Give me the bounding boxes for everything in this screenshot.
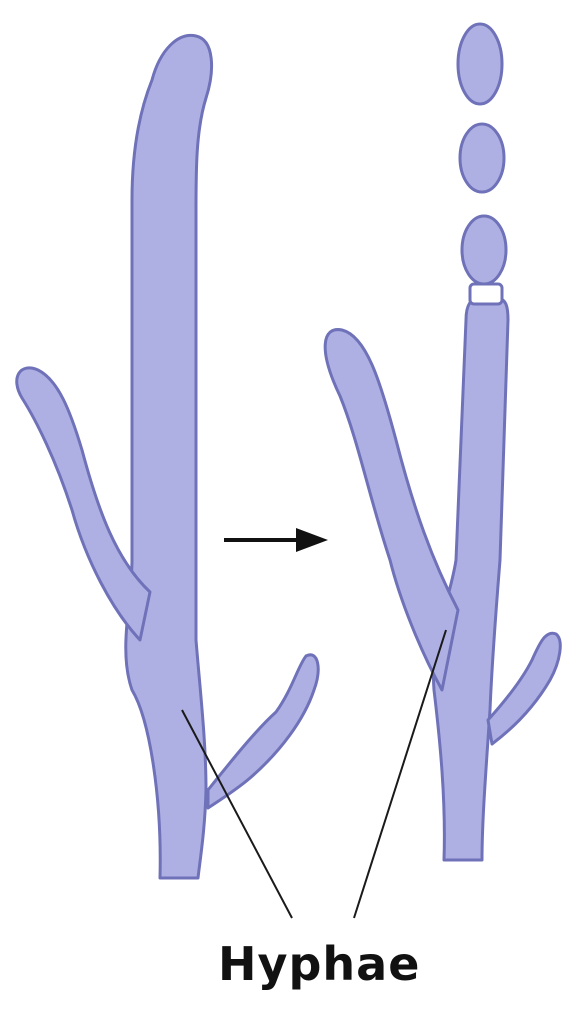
spore-3: [462, 216, 506, 284]
pointer-line-right: [354, 630, 446, 918]
left-hypha: [17, 35, 318, 878]
right-hypha-stem: [433, 298, 508, 860]
hyphae-label: Hyphae: [218, 937, 420, 991]
left-hypha-stem: [126, 35, 212, 878]
left-hypha-left-branch: [17, 368, 150, 640]
right-hypha: [325, 24, 560, 860]
right-hypha-left-branch: [325, 330, 458, 690]
right-hypha-right-branch: [488, 633, 560, 744]
spore-2: [460, 124, 504, 192]
arrow-head: [296, 528, 328, 552]
spore-1: [458, 24, 502, 104]
transition-arrow: [224, 528, 328, 552]
left-hypha-right-branch: [208, 655, 318, 808]
spore-septum: [470, 284, 502, 304]
